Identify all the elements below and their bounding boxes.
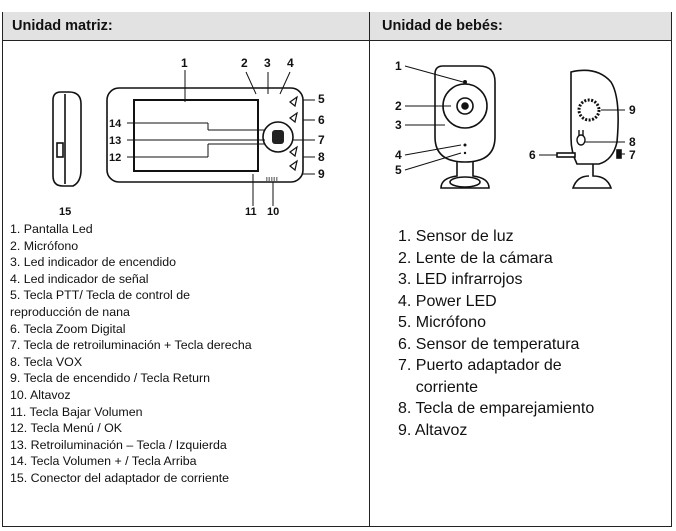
list-item: 4. Led indicador de señal <box>10 271 149 286</box>
list-item: 10. Altavoz <box>10 387 71 402</box>
parent-callout-14: 14 <box>109 118 122 130</box>
parent-callout-15: 15 <box>59 206 71 218</box>
list-item: 7. Puerto adaptador de <box>398 357 562 374</box>
list-item: 7. Tecla de retroiluminación + Tecla der… <box>10 338 252 353</box>
parent-callout-5: 5 <box>318 92 325 106</box>
list-item: 6. Sensor de temperatura <box>398 335 580 353</box>
list-item: 2. Lente de la cámara <box>398 249 553 267</box>
baby-callout-7: 7 <box>629 148 636 162</box>
list-item: reproducción de nana <box>10 304 130 319</box>
list-item: 1. Pantalla Led <box>10 222 93 236</box>
baby-callout-8: 8 <box>629 135 636 149</box>
parent-unit-parts-list: 1. Pantalla Led 2. Micrófono 3. Led indi… <box>10 221 252 487</box>
parent-callout-6: 6 <box>318 113 325 127</box>
baby-callout-2: 2 <box>395 99 402 113</box>
list-item: 3. LED infrarrojos <box>398 271 523 288</box>
parent-unit-diagram: 1 2 3 4 5 6 7 8 9 10 11 12 13 14 15 <box>52 56 325 218</box>
baby-callout-4: 4 <box>395 148 402 162</box>
parent-callout-7: 7 <box>318 133 325 147</box>
baby-unit-diagram: 1 2 3 4 5 6 7 8 9 <box>395 59 636 189</box>
list-item: 8. Tecla VOX <box>10 354 83 369</box>
list-item: 5. Tecla PTT/ Tecla de control de <box>10 288 190 303</box>
list-item: 11. Tecla Bajar Volumen <box>10 404 143 419</box>
list-item: corriente <box>398 378 479 396</box>
baby-callout-5: 5 <box>395 163 402 177</box>
list-item: 8. Tecla de emparejamiento <box>398 400 595 417</box>
list-item: 3. Led indicador de encendido <box>10 255 177 270</box>
parent-callout-3: 3 <box>264 56 271 70</box>
list-item: 4. Power LED <box>398 292 497 310</box>
list-item: 15. Conector del adaptador de corriente <box>10 470 230 485</box>
baby-unit-front-view <box>434 65 496 189</box>
list-item: 5. Micrófono <box>398 314 487 331</box>
baby-unit-header: Unidad de bebés: <box>370 12 671 41</box>
parent-callout-8: 8 <box>318 150 325 164</box>
baby-callout-6: 6 <box>529 148 536 162</box>
list-item: 12. Tecla Menú / OK <box>10 421 123 436</box>
parent-callout-4: 4 <box>287 56 294 70</box>
parent-unit-header: Unidad matriz: <box>3 12 369 41</box>
list-item: 14. Tecla Volumen + / Tecla Arriba <box>10 454 197 469</box>
parent-unit-front-view <box>106 87 304 183</box>
baby-callout-lines <box>404 65 625 171</box>
baby-unit-parts-list: 1. Sensor de luz 2. Lente de la cámara 3… <box>398 226 594 441</box>
column-divider <box>369 12 370 527</box>
baby-callout-3: 3 <box>395 118 402 132</box>
baby-callout-numbers: 1 2 3 4 5 6 7 8 9 <box>395 59 636 177</box>
parent-callout-10: 10 <box>267 206 279 218</box>
list-item: 1. Sensor de luz <box>398 228 514 245</box>
parent-callout-numbers: 1 2 3 4 5 6 7 8 9 10 11 12 13 14 15 <box>59 56 325 218</box>
list-item: 6. Tecla Zoom Digital <box>10 321 126 336</box>
parent-callout-1: 1 <box>181 56 188 70</box>
parent-callout-lines <box>127 70 315 206</box>
list-item: 2. Micrófono <box>10 238 79 253</box>
list-item: 9. Tecla de encendido / Tecla Return <box>10 371 210 386</box>
parent-callout-13: 13 <box>109 135 121 147</box>
baby-callout-9: 9 <box>629 103 636 117</box>
parent-unit-side-view <box>52 91 82 187</box>
parent-callout-12: 12 <box>109 152 121 164</box>
list-item: 9. Altavoz <box>398 421 468 439</box>
list-item: 13. Retroiluminación – Tecla / Izquierda <box>10 437 227 452</box>
parent-callout-11: 11 <box>245 206 257 218</box>
baby-unit-side-view <box>556 69 622 189</box>
parent-callout-2: 2 <box>241 56 248 70</box>
baby-callout-1: 1 <box>395 59 402 73</box>
parent-callout-9: 9 <box>318 167 325 181</box>
